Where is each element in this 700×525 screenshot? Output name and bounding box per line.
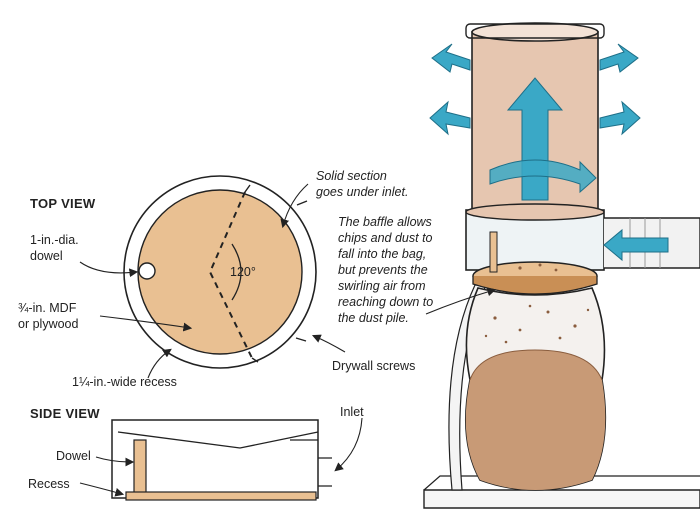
mdf-label: ¾-in. MDF or plywood (18, 301, 79, 331)
dust-collector (423, 22, 700, 509)
baffle-leader (425, 287, 497, 315)
top-view-heading: TOP VIEW (30, 196, 96, 211)
top-view-leaders (79, 183, 346, 379)
angle-arc (231, 243, 242, 301)
air-arrow-out (599, 43, 639, 73)
dowel-hole-label: 1-in.-dia. dowel (30, 233, 79, 263)
air-arrow-inlet (603, 228, 669, 262)
screw-icon (295, 337, 307, 342)
side-view-drawing (111, 419, 332, 501)
side-view-heading: SIDE VIEW (30, 406, 100, 421)
side-view-leaders (79, 417, 363, 497)
air-arrow-up (506, 77, 564, 201)
top-view-baffle (123, 175, 317, 369)
air-arrow-out (431, 43, 471, 73)
dust-pile (465, 350, 606, 490)
air-arrow-out (599, 100, 641, 136)
angle-label: 120° (230, 265, 256, 279)
side-dowel (133, 439, 147, 496)
air-arrow-swirl (489, 159, 597, 194)
side-baffle-board (125, 491, 317, 501)
solid-section-note: Solid section goes under inlet. (316, 169, 409, 199)
airflow-arrows (429, 43, 669, 262)
screw-icon (296, 200, 308, 206)
recess-width-label: 1¼-in.-wide recess (72, 375, 177, 389)
air-arrow-out (429, 100, 471, 136)
base-plate (423, 489, 700, 509)
drywall-screws-label: Drywall screws (332, 359, 416, 373)
dust-specks (484, 263, 590, 344)
side-dowel-label: Dowel (56, 449, 91, 463)
inlet-label: Inlet (340, 405, 364, 419)
side-recess-label: Recess (28, 477, 70, 491)
baffle-note: The baffle allows chips and dust to fall… (338, 215, 434, 325)
dowel-hole (138, 262, 156, 280)
